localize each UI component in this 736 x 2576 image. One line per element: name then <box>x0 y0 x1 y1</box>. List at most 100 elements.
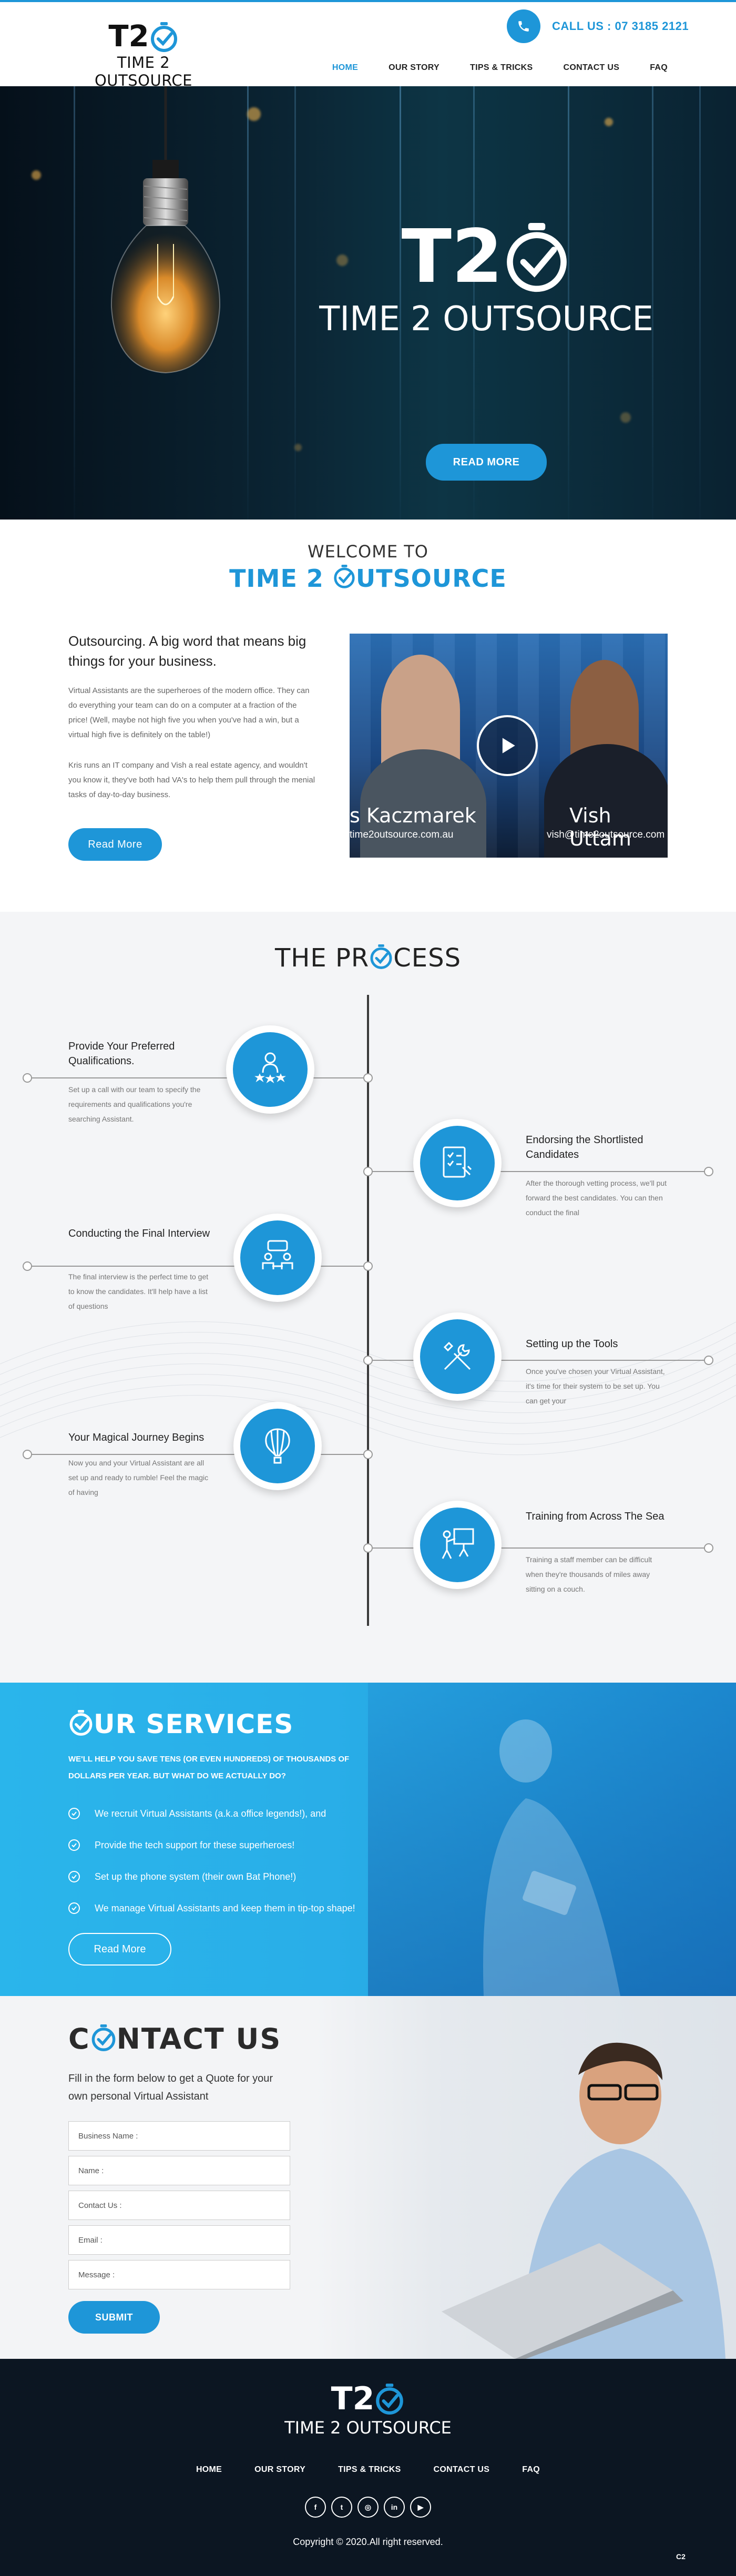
step-dot <box>363 1167 373 1176</box>
stopwatch-check-icon <box>369 943 393 970</box>
intro-video[interactable]: s Kaczmarek time2outsource.com.au Vish U… <box>350 634 668 858</box>
step-connector <box>368 1360 709 1361</box>
step-dot <box>363 1073 373 1083</box>
step-desc-1: Set up a call with our team to specify t… <box>68 1085 201 1123</box>
step-title-1: Provide Your Preferred Qualifications. <box>68 1041 175 1067</box>
step-title-4: Setting up the Tools <box>526 1338 618 1350</box>
intro-paragraph: Kris runs an IT company and Vish a real … <box>68 761 315 799</box>
check-icon <box>68 1902 80 1914</box>
light-streak <box>568 86 569 520</box>
interview-icon <box>240 1220 315 1295</box>
bokeh-light <box>247 107 261 121</box>
footer-nav-contact-us[interactable]: CONTACT US <box>433 2465 490 2474</box>
hero-read-more-button[interactable]: READ MORE <box>426 444 547 481</box>
service-item: Provide the tech support for these super… <box>68 1839 294 1851</box>
site-logo[interactable]: T2 TIME 2 OUTSOURCE <box>67 21 220 90</box>
check-icon <box>68 1871 80 1882</box>
service-item-text: Set up the phone system (their own Bat P… <box>95 1871 297 1882</box>
intro-read-more-button[interactable]: Read More <box>68 828 162 861</box>
hero-logo-name: TIME 2 OUTSOURCE <box>319 300 653 339</box>
light-streak <box>473 86 475 520</box>
nav-our-story[interactable]: OUR STORY <box>389 63 440 72</box>
social-links: f t ◎ in ▶ <box>0 2497 736 2518</box>
light-streak <box>699 86 701 520</box>
step-dot <box>23 1261 32 1271</box>
copyright-text: Copyright © 2020.All right reserved. <box>293 2537 443 2547</box>
step-desc-4: Once you've chosen your Virtual Assistan… <box>526 1367 665 1405</box>
footer-nav-tips-tricks[interactable]: TIPS & TRICKS <box>338 2465 401 2474</box>
call-us-text[interactable]: CALL US : 07 3185 2121 <box>552 19 689 33</box>
linkedin-icon[interactable]: in <box>384 2497 405 2518</box>
step-desc-2: After the thorough vetting process, we'l… <box>526 1179 667 1217</box>
site-footer: T2 TIME 2 OUTSOURCE HOME OUR STORY TIPS … <box>0 2359 736 2576</box>
service-item: We manage Virtual Assistants and keep th… <box>68 1902 355 1914</box>
nav-contact-us[interactable]: CONTACT US <box>563 63 620 72</box>
services-read-more-button[interactable]: Read More <box>68 1933 171 1966</box>
logo-mark-text: T2 <box>108 19 149 54</box>
check-icon <box>68 1839 80 1851</box>
step-connector <box>27 1454 367 1455</box>
bokeh-light <box>336 254 348 266</box>
stopwatch-check-icon <box>333 564 356 589</box>
top-accent-bar <box>0 0 736 2</box>
footer-nav-faq[interactable]: FAQ <box>522 2465 540 2474</box>
youtube-icon[interactable]: ▶ <box>410 2497 431 2518</box>
step-dot <box>704 1356 713 1365</box>
hero-banner: T2 TIME 2 OUTSOURCE READ MORE <box>0 86 736 520</box>
step-icon-5 <box>233 1402 322 1490</box>
footer-nav-home[interactable]: HOME <box>196 2465 222 2474</box>
welcome-title: WELCOME TO <box>308 542 428 562</box>
step-icon-2 <box>413 1119 502 1207</box>
name-field[interactable]: Name : <box>68 2156 290 2185</box>
business-name-field[interactable]: Business Name : <box>68 2121 290 2151</box>
services-section: UR SERVICES WE'LL HELP YOU SAVE TENS (OR… <box>0 1683 736 1996</box>
light-bulb-illustration <box>100 86 231 381</box>
hot-air-balloon-icon <box>240 1409 315 1483</box>
phone-icon[interactable] <box>507 9 540 43</box>
light-streak <box>652 86 653 520</box>
contact-title-text-start: C <box>68 2022 90 2055</box>
logo-mark: T2 <box>67 21 220 53</box>
services-title-text: UR SERVICES <box>94 1709 294 1739</box>
nav-faq[interactable]: FAQ <box>650 63 668 72</box>
stopwatch-check-icon <box>68 1709 94 1736</box>
message-field[interactable]: Message : <box>68 2260 290 2289</box>
video-email-right: vish@time2outsource.com <box>547 829 665 840</box>
video-person-right-body <box>544 744 668 858</box>
step-desc-3: The final interview is the perfect time … <box>68 1272 209 1310</box>
footer-nav-our-story[interactable]: OUR STORY <box>254 2465 306 2474</box>
video-email-left: time2outsource.com.au <box>350 829 454 840</box>
nav-home[interactable]: HOME <box>332 63 359 72</box>
facebook-icon[interactable]: f <box>305 2497 326 2518</box>
contact-number-field[interactable]: Contact Us : <box>68 2191 290 2220</box>
email-field[interactable]: Email : <box>68 2225 290 2255</box>
bokeh-light <box>32 170 41 180</box>
footer-logo[interactable]: T2 TIME 2 OUTSOURCE <box>0 2382 736 2438</box>
footer-logo-mark-text: T2 <box>331 2380 375 2417</box>
service-item: Set up the phone system (their own Bat P… <box>68 1871 296 1882</box>
process-title-text-start: THE PR <box>274 943 370 973</box>
step-dot <box>363 1450 373 1459</box>
bokeh-light <box>620 412 631 423</box>
intro-heading: Outsourcing. A big word that means big t… <box>68 633 306 669</box>
play-icon[interactable] <box>477 715 538 776</box>
main-nav: HOME OUR STORY TIPS & TRICKS CONTACT US … <box>302 63 668 73</box>
step-title-2: Endorsing the Shortlisted Candidates <box>526 1134 643 1160</box>
step-dot <box>363 1543 373 1553</box>
submit-button[interactable]: SUBMIT <box>68 2301 160 2334</box>
twitter-icon[interactable]: t <box>331 2497 352 2518</box>
presentation-board-icon <box>420 1508 495 1582</box>
services-subtitle: WE'LL HELP YOU SAVE TENS (OR EVEN HUNDRE… <box>68 1755 350 1780</box>
nav-tips-tricks[interactable]: TIPS & TRICKS <box>470 63 533 72</box>
instagram-icon[interactable]: ◎ <box>357 2497 379 2518</box>
site-header: T2 TIME 2 OUTSOURCE CALL US : 07 3185 21… <box>0 2 736 90</box>
contact-subtitle: Fill in the form below to get a Quote fo… <box>68 2073 273 2102</box>
welcome-brand: TIME 2 UTSOURCE <box>0 564 736 593</box>
hero-logo: T2 TIME 2 OUTSOURCE <box>310 218 662 339</box>
step-dot <box>363 1356 373 1365</box>
service-item-text: Provide the tech support for these super… <box>95 1839 295 1850</box>
stopwatch-check-icon <box>90 2023 117 2052</box>
call-us[interactable]: CALL US : 07 3185 2121 <box>507 9 689 43</box>
